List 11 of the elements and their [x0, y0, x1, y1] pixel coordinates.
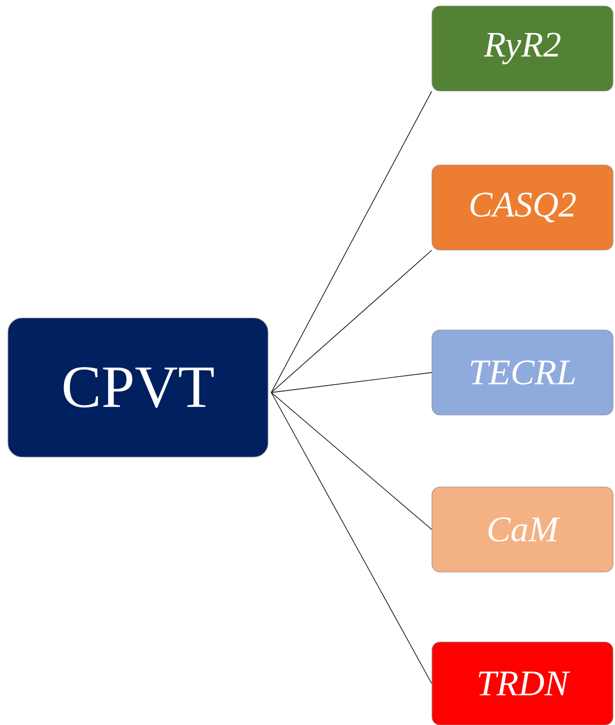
gene-box: RyR2 — [432, 6, 614, 92]
connector-line — [270, 90, 432, 393]
connector-line — [270, 250, 432, 393]
gene-box: TECRL — [432, 330, 614, 416]
gene-box: CaM — [432, 486, 614, 572]
gene-box: TRDN — [432, 642, 614, 725]
gene-box: CASQ2 — [432, 164, 614, 250]
connector-line — [270, 372, 432, 393]
connector-line — [270, 392, 432, 684]
connector-line — [270, 392, 432, 530]
disease-box: CPVT — [8, 318, 268, 458]
